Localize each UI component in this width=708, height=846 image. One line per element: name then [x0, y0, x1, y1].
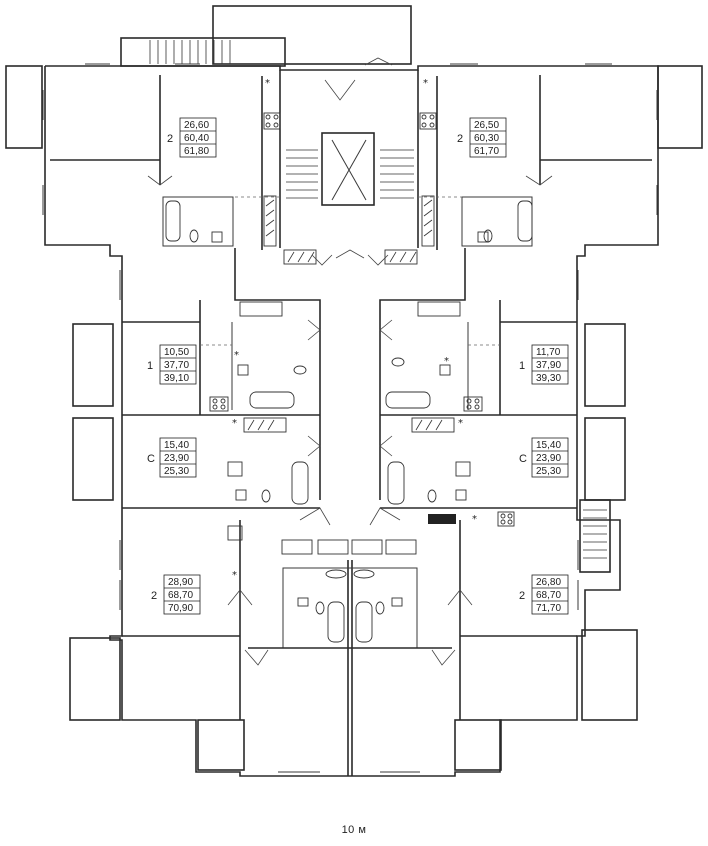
apartment-labels: 2 26,60 60,40 61,80 2 26,50 60,30 61,70 1 10,50 37…	[147, 117, 569, 615]
top-stair-block	[120, 37, 286, 67]
roof-access-block	[212, 5, 412, 65]
area-value: 61,80	[184, 146, 209, 157]
elevator-shaft	[321, 132, 375, 206]
apartment-label-apt-mid-left-1: 1 10,50 37,70 39,10	[147, 344, 197, 385]
room-count: С	[147, 453, 155, 465]
balcony-bottom-right-2	[454, 719, 502, 771]
balcony-top-right	[657, 65, 703, 149]
balcony-bottom-left-2	[197, 719, 245, 771]
area-value: 11,70	[536, 347, 561, 358]
vent-marks: * * * * * * * *	[232, 78, 477, 581]
area-value: 60,40	[184, 133, 209, 144]
area-value: 71,70	[536, 603, 561, 614]
balcony-mid-left-2	[72, 417, 114, 501]
radiator-strips	[239, 195, 461, 555]
area-value: 23,90	[536, 453, 561, 464]
area-value: 37,90	[536, 360, 561, 371]
apartment-label-apt-mid-right-studio: С 15,40 23,90 25,30	[519, 437, 569, 478]
area-value: 39,10	[164, 373, 189, 384]
apartment-label-apt-bottom-left: 2 28,90 68,70 70,90	[151, 574, 201, 615]
balcony-mid-right-1	[584, 323, 626, 407]
area-value: 23,90	[164, 453, 189, 464]
vent-mark: *	[472, 514, 477, 525]
room-count: 2	[151, 590, 157, 602]
vent-mark: *	[234, 350, 239, 361]
stove-icon	[209, 112, 515, 541]
room-count: 1	[147, 360, 153, 372]
vent-mark: *	[265, 78, 270, 89]
balcony-top-left	[5, 65, 43, 149]
area-value: 26,80	[536, 577, 561, 588]
area-box	[531, 437, 569, 478]
area-value: 28,90	[168, 577, 193, 588]
room-count: 2	[519, 590, 525, 602]
area-box	[159, 344, 197, 385]
area-box	[469, 117, 507, 158]
bathtub-icon	[165, 200, 533, 643]
dashed-lines	[200, 196, 500, 346]
room-count: 1	[519, 360, 525, 372]
area-value: 26,50	[474, 120, 499, 131]
area-value: 68,70	[168, 590, 193, 601]
balcony-bottom-left	[69, 637, 121, 721]
apartment-label-apt-top-left: 2 26,60 60,40 61,80	[167, 117, 217, 158]
area-value: 37,70	[164, 360, 189, 371]
scale-label: 10 м	[341, 824, 367, 836]
area-value: 15,40	[536, 440, 561, 451]
vent-mark: *	[458, 418, 463, 429]
balcony-bottom-right	[581, 629, 638, 721]
vent-mark: *	[444, 356, 449, 367]
apartment-label-apt-bottom-right: 2 26,80 68,70 71,70	[519, 574, 569, 615]
toilet-icon	[189, 229, 493, 615]
bottom-bathrooms	[282, 567, 418, 649]
area-box	[159, 437, 197, 478]
area-box	[531, 344, 569, 385]
vent-mark: *	[423, 78, 428, 89]
room-count: 2	[167, 133, 173, 145]
area-value: 15,40	[164, 440, 189, 451]
room-count: С	[519, 453, 527, 465]
bottom-right-stair	[579, 499, 611, 573]
area-value: 70,90	[168, 603, 193, 614]
interior-walls	[50, 70, 652, 776]
area-value: 25,30	[536, 466, 561, 477]
balcony-mid-right-2	[584, 417, 626, 501]
area-box	[163, 574, 201, 615]
apartment-label-apt-top-right: 2 26,50 60,30 61,70	[457, 117, 507, 158]
vent-mark: *	[232, 418, 237, 429]
sink-icon	[211, 231, 489, 607]
area-value: 61,70	[474, 146, 499, 157]
apartment-label-apt-mid-left-studio: С 15,40 23,90 25,30	[147, 437, 197, 478]
area-value: 60,30	[474, 133, 499, 144]
stair-icon	[149, 40, 607, 559]
vent-mark: *	[232, 570, 237, 581]
window-icon	[42, 63, 658, 773]
counter-dark	[428, 514, 456, 524]
area-box	[179, 117, 217, 158]
area-value: 10,50	[164, 347, 189, 358]
area-value: 68,70	[536, 590, 561, 601]
door-icon	[147, 57, 553, 666]
area-value: 26,60	[184, 120, 209, 131]
area-value: 39,30	[536, 373, 561, 384]
area-value: 25,30	[164, 466, 189, 477]
apartment-label-apt-mid-right-1: 1 11,70 37,90 39,30	[519, 344, 569, 385]
area-box	[531, 574, 569, 615]
outer-walls	[5, 5, 703, 777]
balcony-mid-left-1	[72, 323, 114, 407]
room-count: 2	[457, 133, 463, 145]
